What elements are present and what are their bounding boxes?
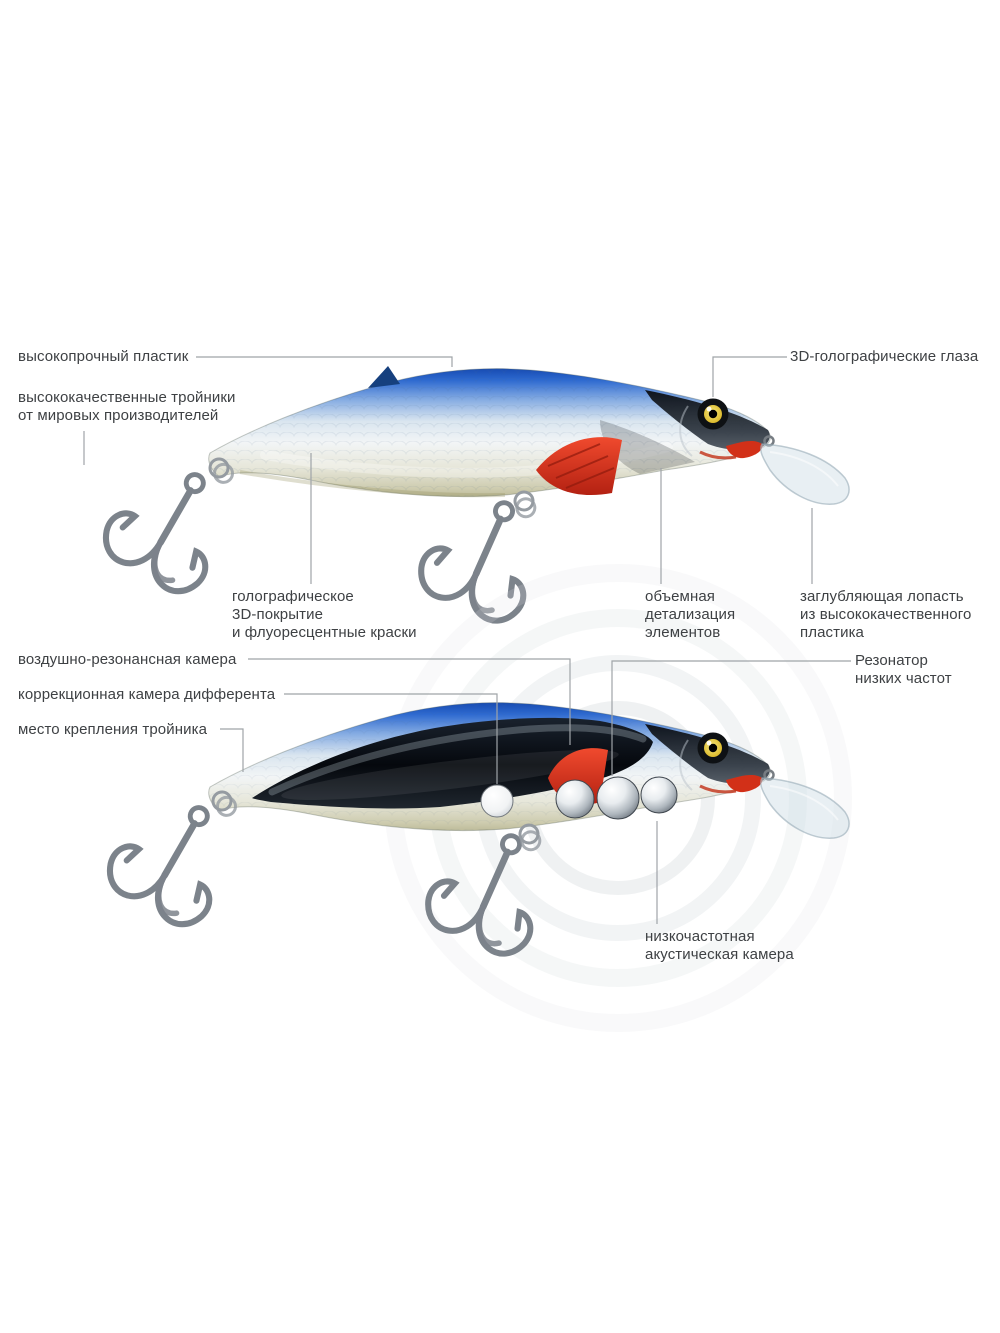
label-trim-chamber: коррекционная камера дифферента — [18, 686, 276, 703]
leader-line — [196, 356, 453, 367]
label-acoustic-chamber: низкочастотная акустическая камера — [645, 928, 794, 963]
lure-exterior-view — [96, 366, 851, 629]
resonator-ball — [640, 776, 678, 814]
leader-line — [712, 356, 787, 397]
label-durable-plastic: высокопрочный пластик — [18, 348, 189, 365]
air-chamber-ball — [480, 784, 514, 818]
split-ring — [511, 488, 539, 521]
leader-line — [611, 660, 851, 776]
body-shading — [600, 420, 695, 474]
belly-edge — [239, 470, 506, 498]
pectoral-fin — [536, 437, 622, 496]
label-diving-lip: заглубляющая лопасть из высококачественн… — [800, 588, 972, 641]
fin-stripes — [547, 443, 615, 489]
label-holographic-coating: голографическое 3D-покрытие и флуоресцен… — [232, 588, 417, 641]
leader-line — [248, 658, 571, 745]
leader-line — [220, 728, 244, 772]
label-air-chamber: воздушно-резонансная камера — [18, 651, 237, 668]
resonator-ball — [596, 776, 640, 820]
label-quality-trebles: высококачественные тройники от мировых п… — [18, 389, 236, 424]
label-volumetric-detail: объемная детализация элементов — [645, 588, 736, 641]
leader-lines — [83, 356, 851, 924]
label-low-freq-resonator: Резонатор низких частот — [855, 652, 952, 687]
cavity-gloss — [268, 724, 647, 796]
cavity-reflection — [281, 750, 619, 800]
body-sheen — [260, 442, 673, 478]
resonator-ball — [555, 779, 595, 819]
dorsal-fin — [368, 366, 400, 388]
leader-line — [284, 693, 498, 784]
label-hook-mount: место крепления тройника — [18, 721, 208, 738]
label-holographic-eyes: 3D-голографические глаза — [790, 348, 979, 365]
lure-cutaway-view — [100, 564, 852, 1032]
